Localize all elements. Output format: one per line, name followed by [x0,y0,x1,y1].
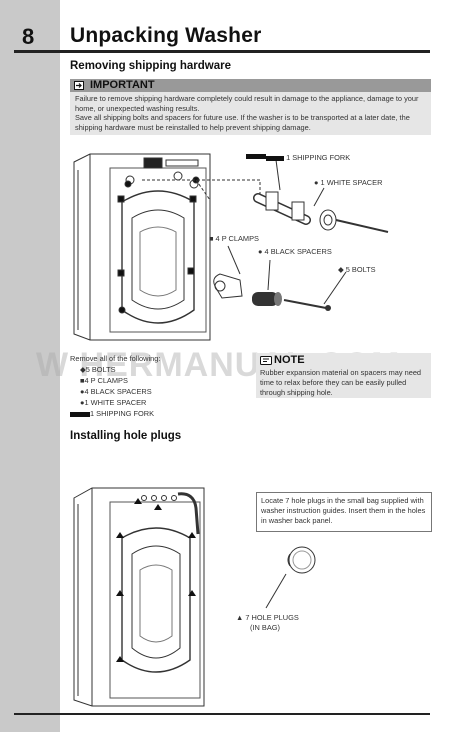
washer-plugs-diagram [73,487,205,707]
header-rule [14,50,430,53]
instruction-text: Locate 7 hole plugs in the small bag sup… [261,496,426,525]
page-title: Unpacking Washer [70,24,262,47]
label-p-clamps: ■ 4 P CLAMPS [209,234,259,243]
note-callout: NOTE Rubber expansion material on spacer… [256,353,431,398]
important-title-bar: IMPORTANT [70,79,431,92]
list-item-text: 1 WHITE SPACER [84,398,147,407]
label-black-spacers: ● 4 BLACK SPACERS [258,247,332,256]
label-shipping-fork-text: 1 SHIPPING FORK [286,153,351,162]
square-bullet-icon: ■ [80,376,85,385]
remove-list-intro: Remove all of the following: [70,354,161,363]
diamond-bullet-icon: ◆ [80,365,86,374]
note-text: Rubber expansion material on spacers may… [260,368,422,397]
label-p-clamps-text: 4 P CLAMPS [215,234,259,243]
plug-leader-line [265,573,287,609]
list-item: ●4 BLACK SPACERS [70,386,160,397]
page-margin-strip [0,0,60,732]
list-item-text: 5 BOLTS [85,365,116,374]
important-text: Failure to remove shipping hardware comp… [75,94,427,133]
circle-bullet-icon: ● [314,178,319,187]
footer-rule [14,713,430,715]
important-callout: IMPORTANT Failure to remove shipping har… [70,79,431,135]
label-hole-plugs-sub: (IN BAG) [250,623,280,632]
important-line-1: Failure to remove shipping hardware comp… [75,94,419,113]
label-white-spacer: ● 1 WHITE SPACER [314,178,382,187]
list-item: ●1 WHITE SPACER [70,397,160,408]
label-hole-plugs-text: 7 HOLE PLUGS [245,613,299,622]
black-bar-symbol [266,155,284,161]
label-black-spacers-text: 4 BLACK SPACERS [264,247,332,256]
note-icon [260,356,272,365]
instruction-box: Locate 7 hole plugs in the small bag sup… [256,492,432,532]
remove-list: Remove all of the following: ◆5 BOLTS ■4… [70,353,160,419]
circle-bullet-icon: ● [80,387,85,396]
important-line-2: Save all shipping bolts and spacers for … [75,113,410,133]
label-white-spacer-text: 1 WHITE SPACER [320,178,383,187]
list-item-text: 4 P CLAMPS [84,376,128,385]
circle-bullet-icon: ● [258,247,263,256]
hole-plug-illustration [287,546,316,574]
important-title: IMPORTANT [90,79,155,91]
page-number: 8 [22,24,35,49]
section-heading-plugs: Installing hole plugs [70,430,182,442]
circle-bullet-icon: ● [80,398,85,407]
triangle-bullet-icon: ▲ [236,613,244,622]
label-bolts: ◆ 5 BOLTS [338,265,376,274]
list-item-text: 4 BLACK SPACERS [84,387,152,396]
square-bullet-icon: ■ [209,234,214,243]
list-item: ■4 P CLAMPS [70,375,160,386]
note-title: NOTE [274,354,305,366]
list-item: 1 SHIPPING FORK [70,408,160,419]
section-heading-removing: Removing shipping hardware [70,60,232,72]
label-bolts-text: 5 BOLTS [345,265,376,274]
washer-back-diagram [73,153,389,341]
label-shipping-fork: 1 SHIPPING FORK [266,153,350,162]
black-bar-symbol [70,411,90,417]
diamond-bullet-icon: ◆ [338,265,344,274]
list-item: ◆5 BOLTS [70,364,160,375]
list-item-text: 1 SHIPPING FORK [90,409,155,418]
arrow-box-icon [74,81,84,90]
label-hole-plugs: ▲ 7 HOLE PLUGS [236,613,299,622]
